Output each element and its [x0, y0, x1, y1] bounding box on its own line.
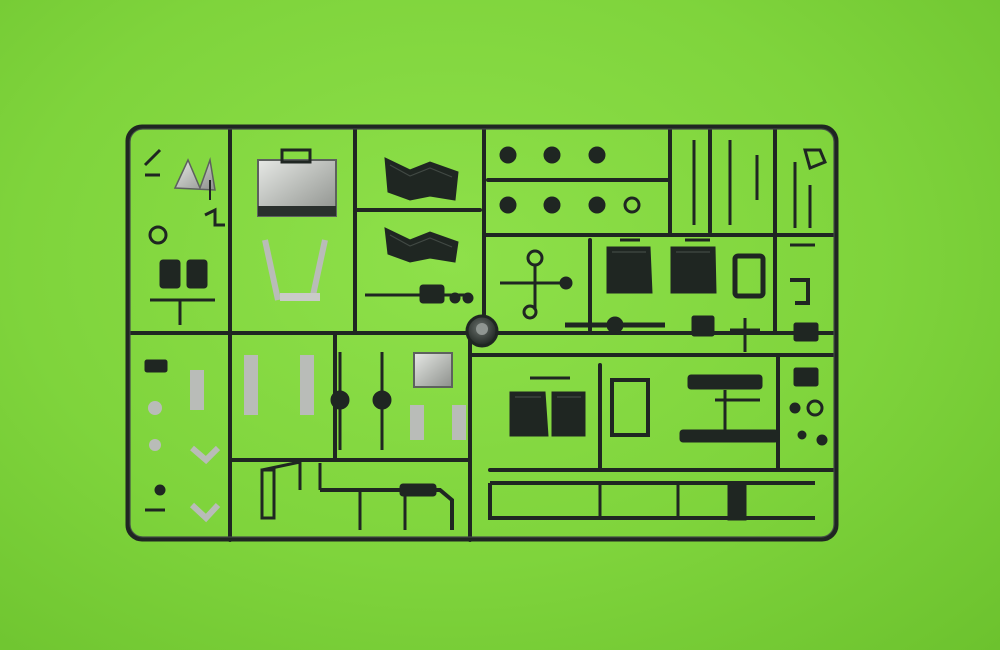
chrome-parts: [148, 148, 466, 523]
plastic-highlights: [129, 128, 835, 538]
sprue-gate-hub: [465, 314, 499, 348]
black-parts: [143, 140, 828, 530]
